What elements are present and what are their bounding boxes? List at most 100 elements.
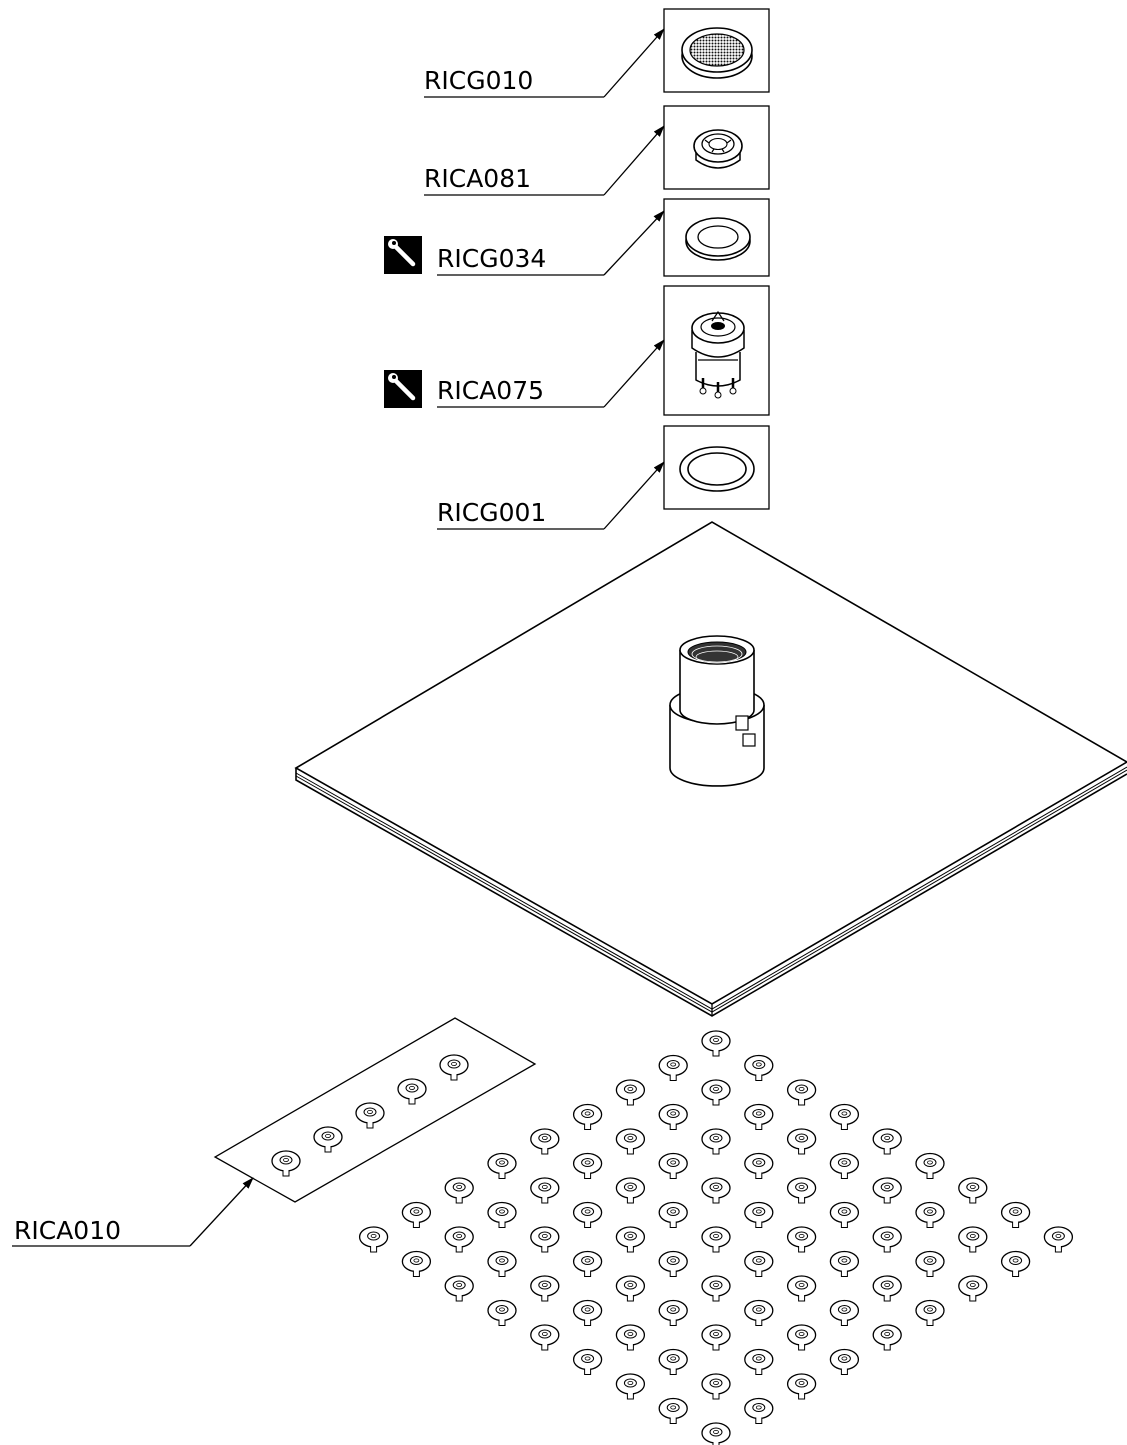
nozzle [786,1226,817,1253]
nozzle [872,1275,902,1302]
nozzle [915,1299,945,1327]
nozzle [829,1299,860,1327]
nozzle [829,1103,860,1131]
nozzle [786,1324,817,1351]
nozzle [744,1103,774,1131]
nozzle [358,1226,389,1253]
nozzle [958,1275,988,1302]
nozzle [786,1177,817,1204]
nozzle [915,1201,945,1229]
nozzle [658,1201,688,1229]
nozzle [1043,1226,1074,1253]
nozzle [872,1177,902,1204]
nozzle [530,1177,560,1204]
nozzle [401,1201,432,1229]
part-label-ricg001: RICG001 [437,498,546,527]
nozzle [615,1128,646,1155]
nozzle [744,1152,774,1180]
ball-joint-cartridge-icon [691,310,745,399]
nozzle [615,1275,646,1302]
nozzle [572,1103,603,1131]
nozzle [701,1422,731,1445]
nozzle [786,1079,817,1106]
nozzle [744,1250,774,1278]
nozzle [615,1177,646,1204]
nozzle [530,1324,560,1351]
nozzle [572,1201,603,1229]
nozzle-set-rica010: RICA010 [12,1017,537,1247]
rose-screen-icon [681,27,753,79]
nozzle [829,1250,860,1278]
nozzle [615,1373,646,1400]
nozzle-insert-icon [693,129,743,169]
part-label-rica075: RICA075 [437,376,544,405]
nozzle [701,1128,731,1155]
nozzle [658,1103,688,1131]
nozzle [958,1177,988,1204]
part-row-rica081: RICA081 [424,105,770,196]
nozzle [872,1226,902,1253]
nozzle [872,1324,902,1351]
part-row-rica075: RICA075 [384,285,770,416]
nozzle [744,1299,774,1327]
part-row-ricg001: RICG001 [437,425,770,530]
part-box-rica081 [663,105,770,190]
nozzle [530,1226,560,1253]
nozzle [658,1397,688,1425]
nozzle [744,1201,774,1229]
nozzle [572,1152,603,1180]
nozzle [487,1201,517,1229]
nozzle [786,1373,817,1400]
nozzle [615,1079,646,1106]
nozzle [658,1299,688,1327]
nozzle [915,1152,945,1180]
nozzle [872,1128,902,1155]
nozzle [829,1201,860,1229]
nozzle [701,1079,731,1106]
nozzle [1000,1201,1031,1229]
nozzle [701,1324,731,1351]
part-label-rica010: RICA010 [14,1216,121,1245]
part-label-rica081: RICA081 [424,164,531,193]
nozzle [444,1275,474,1302]
nozzle [658,1054,688,1082]
nozzle [615,1226,646,1253]
nozzle [958,1226,988,1253]
nozzle [615,1324,646,1351]
nozzle [530,1275,560,1302]
nozzle [572,1299,603,1327]
threaded-connector [669,635,765,787]
nozzle [744,1348,774,1376]
nozzle [658,1250,688,1278]
part-label-ricg010: RICG010 [424,66,533,95]
nozzle [786,1275,817,1302]
nozzle [530,1128,560,1155]
nozzle [487,1250,517,1278]
nozzle [744,1054,774,1082]
wrench-icon [384,236,422,274]
nozzle [658,1152,688,1180]
nozzle [744,1397,774,1425]
nozzle [701,1373,731,1400]
part-row-ricg034: RICG034 [384,198,770,277]
nozzle [701,1177,731,1204]
nozzle [658,1348,688,1376]
nozzle [487,1299,517,1327]
nozzle [701,1275,731,1302]
wrench-icon [384,370,422,408]
part-row-ricg010: RICG010 [424,8,770,98]
part-label-ricg034: RICG034 [437,244,546,273]
nozzle [829,1348,860,1376]
nozzle [572,1250,603,1278]
nozzle [444,1177,474,1204]
flat-washer-icon [685,217,751,261]
o-ring-icon [679,446,755,492]
nozzle [915,1250,945,1278]
nozzle [701,1030,731,1057]
nozzle [487,1152,517,1180]
nozzle [401,1250,432,1278]
nozzle [829,1152,860,1180]
part-box-ricg034 [663,198,770,277]
nozzle [786,1128,817,1155]
